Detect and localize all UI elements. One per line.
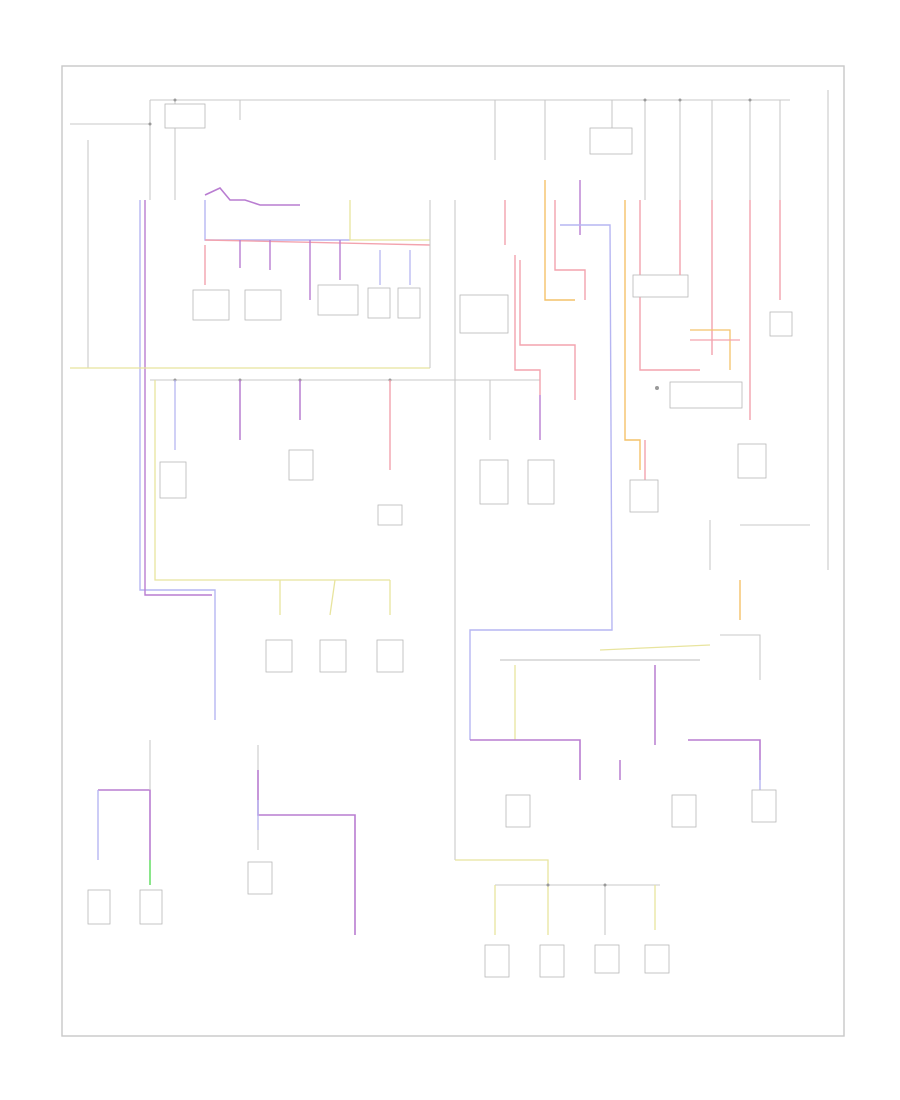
bottom-center-cluster (455, 859, 670, 978)
left-feed-wires (70, 140, 430, 720)
top-power-bus (70, 90, 829, 570)
right-misc-lines (709, 520, 810, 570)
lower-center-left (247, 745, 356, 935)
center-right-wires (469, 180, 700, 740)
center-module-area (459, 200, 555, 505)
right-upper-block (632, 200, 793, 479)
lower-left-cluster (87, 740, 163, 925)
upper-left-cluster (192, 187, 456, 860)
right-middle-module (470, 580, 777, 828)
middle-left-components (154, 380, 404, 673)
diagram-frame (61, 65, 845, 1037)
